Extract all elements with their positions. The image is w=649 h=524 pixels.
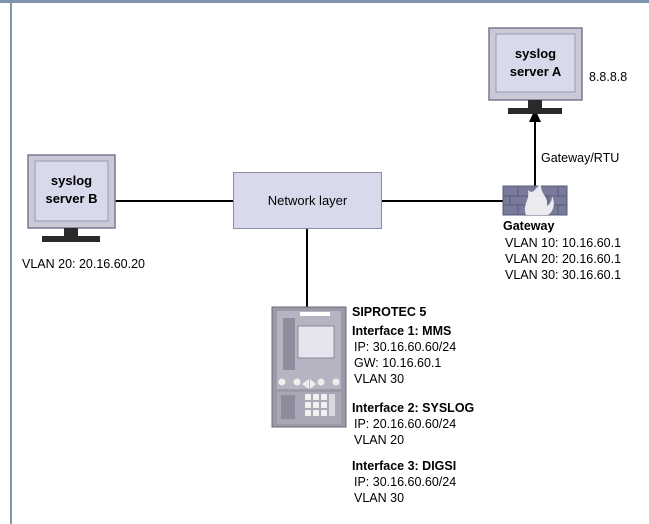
if1-vlan: VLAN 30 <box>354 372 405 386</box>
frame-left-border <box>10 0 12 524</box>
server-b-line2: server B <box>45 191 98 206</box>
gateway-vlan20: VLAN 20: 20.16.60.1 <box>505 252 622 266</box>
server-a-line1: syslog <box>514 46 557 61</box>
if2-ip: IP: 20.16.60.60/24 <box>354 417 457 431</box>
server-b-line1: syslog <box>50 173 93 188</box>
gateway-title: Gateway <box>503 219 555 233</box>
syslog-server-b-monitor <box>27 154 116 242</box>
if3-vlan: VLAN 30 <box>354 491 405 505</box>
arrow-head-icon <box>529 109 541 122</box>
server-b-vlan: VLAN 20: 20.16.60.20 <box>22 257 146 271</box>
if3-title: Interface 3: DIGSI <box>352 459 457 473</box>
gateway-rtu-label: Gateway/RTU <box>541 151 620 165</box>
if2-title: Interface 2: SYSLOG <box>352 401 475 415</box>
if1-ip: IP: 30.16.60.60/24 <box>354 340 457 354</box>
if1-gw: GW: 10.16.60.1 <box>354 356 442 370</box>
firewall-icon <box>502 184 568 216</box>
frame-top-border <box>0 0 649 3</box>
syslog-server-a-monitor <box>488 27 583 114</box>
device-title: SIPROTEC 5 <box>352 305 427 319</box>
server-a-label: syslog server A <box>496 45 575 81</box>
if3-ip: IP: 30.16.60.60/24 <box>354 475 457 489</box>
network-layer-box: Network layer <box>233 172 382 229</box>
server-b-label: syslog server B <box>35 172 108 208</box>
if2-vlan: VLAN 20 <box>354 433 405 447</box>
gateway-vlan10: VLAN 10: 10.16.60.1 <box>505 236 622 250</box>
gateway-vlan30: VLAN 30: 30.16.60.1 <box>505 268 622 282</box>
if1-title: Interface 1: MMS <box>352 324 452 338</box>
server-a-line2: server A <box>509 64 562 79</box>
siprotec-device <box>271 306 347 428</box>
server-a-ip: 8.8.8.8 <box>589 70 628 84</box>
network-layer-label: Network layer <box>267 193 348 208</box>
